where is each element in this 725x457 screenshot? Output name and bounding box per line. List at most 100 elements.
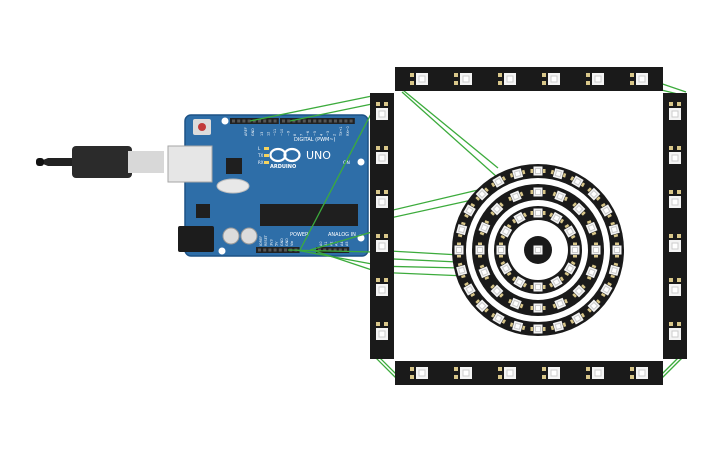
ring-pixel-lens	[573, 177, 582, 186]
ring-pixel-lens	[465, 206, 474, 215]
strip-pixel-lens	[671, 330, 679, 338]
ring-pixel-lens	[610, 225, 618, 234]
ring-pixel-lens	[574, 286, 584, 296]
strip-pixel-lens	[462, 75, 470, 83]
digital-header	[230, 118, 355, 124]
pin-label: A1	[324, 242, 328, 246]
strip-pad	[677, 146, 681, 150]
pin-label: ~6	[306, 131, 310, 136]
ring-pad	[559, 218, 564, 224]
ring-pad	[530, 169, 533, 173]
header-pin	[258, 119, 261, 123]
strip-pad	[454, 73, 458, 77]
pin-label: AREF	[244, 127, 248, 136]
led	[264, 154, 269, 157]
strip-pixel-lens	[378, 110, 386, 118]
pin-label: 2	[333, 134, 337, 136]
strip-pad	[586, 375, 590, 379]
ring-pixel	[591, 242, 601, 258]
ring-pad	[522, 282, 527, 288]
ring-pixel-lens	[458, 225, 466, 234]
ring-pad	[484, 276, 490, 280]
pin-label: 8	[293, 134, 297, 136]
ring-pixel	[475, 299, 489, 313]
ring-pad	[543, 190, 546, 194]
strip-pad	[498, 367, 502, 371]
ring-pad	[572, 202, 577, 207]
ring-pad	[470, 292, 476, 297]
strip-pad	[586, 81, 590, 85]
analog-header	[316, 247, 350, 253]
ring-pad	[461, 221, 466, 226]
led	[264, 161, 269, 164]
wire	[249, 95, 373, 122]
strip-pad	[677, 278, 681, 282]
ring-pad	[615, 255, 619, 258]
header-pin	[263, 119, 267, 123]
ring-pixel-lens	[513, 322, 522, 330]
ring-pad	[570, 261, 576, 266]
ring-pixel-lens	[501, 264, 511, 273]
usb-cable	[36, 146, 164, 178]
wire	[311, 249, 373, 271]
ring-pixel	[508, 190, 524, 203]
pin-label: 5V	[275, 241, 279, 246]
analog-pin-labels: A0A1A2A3A4A5	[319, 242, 349, 246]
ring-pad	[479, 231, 485, 236]
mount-hole	[218, 247, 226, 255]
strip-bottom	[395, 361, 663, 385]
ring-pixel-lens	[501, 227, 511, 236]
ring-pixel	[508, 297, 524, 310]
ring-pixel-lens	[498, 247, 504, 253]
ring-pixel-lens	[614, 247, 620, 253]
ring-pixel-lens	[587, 223, 596, 232]
ring-pad	[543, 211, 546, 215]
strip-pad	[630, 73, 634, 77]
strip-pixel-lens	[378, 198, 386, 206]
ring-pad	[610, 274, 615, 279]
header-pin	[318, 248, 321, 252]
ring-pixel	[530, 282, 546, 292]
strip-pad	[410, 367, 414, 371]
ring-pad	[549, 212, 554, 218]
strip-pixel-lens	[638, 75, 646, 83]
ring-pixel	[454, 242, 464, 258]
ring-pixel	[570, 242, 580, 258]
ring-pixel	[585, 264, 598, 280]
ring-pixel	[563, 261, 577, 276]
ring-pixel	[496, 242, 506, 258]
strip-pixel-lens	[594, 75, 602, 83]
ring-pad	[564, 271, 570, 276]
analog-header-label: ANALOG IN	[328, 232, 356, 238]
strip-pad	[384, 278, 388, 282]
header-pin	[268, 119, 272, 123]
ring-pad	[607, 213, 612, 218]
ring-pad	[573, 242, 577, 245]
pin-label: A5	[345, 242, 349, 246]
pin-label: RX←0	[346, 126, 350, 136]
ring-pixel	[612, 242, 622, 258]
ring-pad	[543, 285, 546, 289]
ring-pad	[519, 303, 524, 309]
ring-pad	[501, 176, 506, 181]
pin-label: Vin	[290, 241, 294, 246]
led-label: L	[258, 146, 261, 151]
ring-pixel	[530, 324, 546, 334]
ring-pad	[490, 211, 495, 216]
strip-pad	[498, 73, 502, 77]
ring-pad	[457, 242, 461, 245]
ring-pad	[552, 191, 557, 197]
ring-pad	[581, 211, 586, 216]
strip-pad	[677, 190, 681, 194]
header-pin	[263, 248, 267, 252]
ring-pixel-lens	[477, 189, 487, 199]
ring-pixel-lens	[492, 286, 502, 296]
pin-label: GND	[251, 128, 255, 136]
pin-label: GND	[280, 238, 284, 246]
strip-pixel-lens	[378, 330, 386, 338]
strip-pad	[376, 146, 380, 150]
arduino-brand: ARDUINO	[270, 164, 296, 170]
strip-pad	[630, 81, 634, 85]
